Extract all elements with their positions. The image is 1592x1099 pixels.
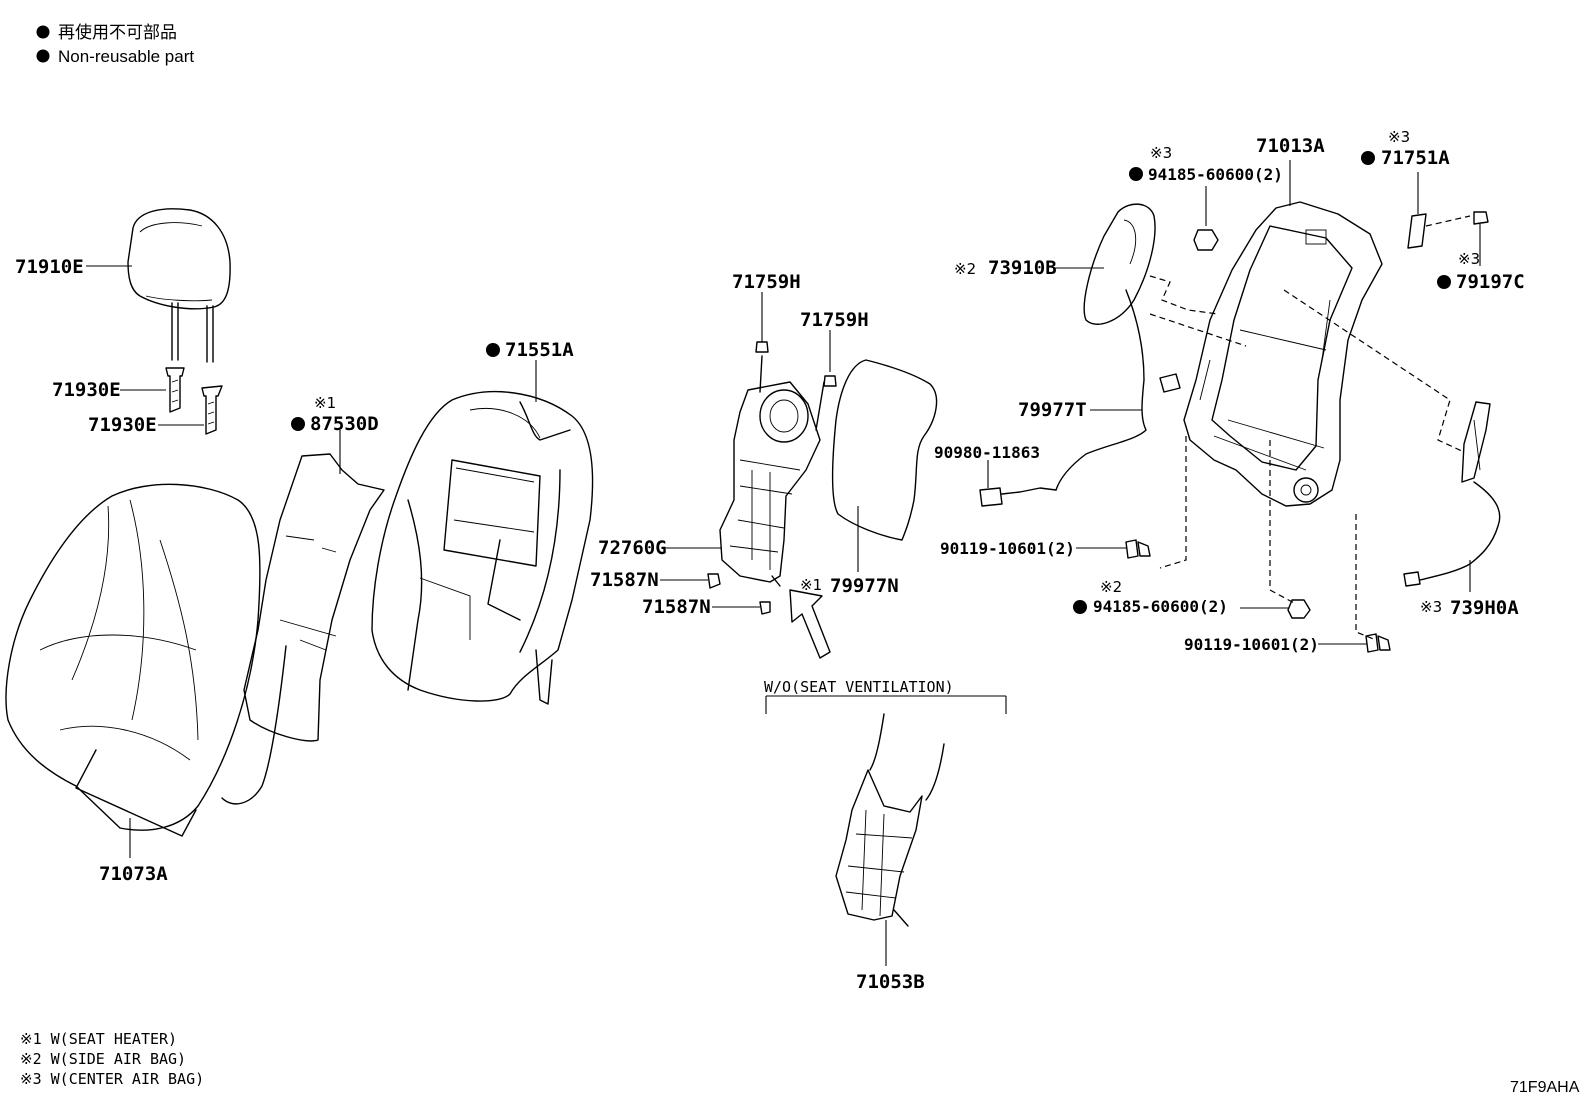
part-label-79197C: 79197C [1456,271,1525,293]
note-mark-2: ※2 [1100,578,1122,596]
part-label-71551A: 71551A [505,339,574,361]
bolt-drawing [1125,539,1151,559]
clip-drawing [755,341,769,353]
side-airbag-drawing [1055,203,1181,491]
part-label-71013A: 71013A [1256,135,1325,157]
bracket-drawing [1407,213,1427,249]
part-label-87530D: 87530D [310,413,379,435]
non-reusable-bullet-icon [1129,167,1143,181]
part-label-94185-60600-lower: 94185-60600(2) [1093,597,1228,616]
note-mark-1: ※1 [314,394,336,412]
nut-drawing [1193,229,1219,251]
seatback-frame-drawing [1183,201,1383,507]
non-reusable-bullet-icon [1361,151,1375,165]
variant-bracket [765,695,1007,714]
part-label-90119-10601-lower: 90119-10601(2) [1184,635,1319,654]
part-label-71910E: 71910E [15,256,84,278]
center-airbag-drawing [1403,401,1501,587]
note-mark-2: ※2 [954,260,976,278]
ventilation-blower-drawing [719,355,825,587]
footnote-2: ※2 W(SIDE AIR BAG) [20,1050,186,1068]
seatback-upholstery-drawing [371,391,594,705]
variant-label: W/O(SEAT VENTILATION) [764,678,954,696]
non-reusable-bullet-icon [486,343,500,357]
bolt-drawing [1473,211,1489,225]
part-label-79977N: 79977N [830,575,899,597]
connector-drawing [979,487,1057,507]
part-label-72760G: 72760G [598,537,667,559]
note-mark-3: ※3 [1388,128,1410,146]
footnotes: ※1 W(SEAT HEATER) ※2 W(SIDE AIR BAG) ※3 … [20,1030,204,1088]
ventilation-duct-drawing [835,713,945,927]
legend: 再使用不可部品 Non-reusable part [36,22,194,66]
part-label-71751A: 71751A [1381,147,1450,169]
bolt-drawing [1365,633,1391,653]
clip-drawing [759,601,771,615]
part-label-94185-60600-upper: 94185-60600(2) [1148,165,1283,184]
part-label-71587N-lower: 71587N [642,596,711,618]
arrow-up-icon [789,589,831,659]
seatback-cover-drawing [5,483,261,837]
diagram-code: 71F9AHA [1510,1079,1580,1096]
headrest-support-drawing [165,367,223,435]
non-reusable-bullet-icon [1073,600,1087,614]
part-label-90119-10601-upper: 90119-10601(2) [940,539,1075,558]
legend-english: Non-reusable part [58,47,194,66]
nut-drawing [1287,599,1311,619]
part-label-71930E-upper: 71930E [52,379,121,401]
part-label-71759H-right: 71759H [800,309,869,331]
part-label-71053B: 71053B [856,971,925,993]
non-reusable-bullet-icon [1437,275,1451,289]
part-label-71587N-upper: 71587N [590,569,659,591]
part-label-71073A: 71073A [99,863,168,885]
non-reusable-bullet-icon [291,417,305,431]
part-label-71930E-lower: 71930E [88,414,157,436]
part-label-73910B: 73910B [988,257,1057,279]
footnote-1: ※1 W(SEAT HEATER) [20,1030,177,1048]
non-reusable-bullet-icon [36,25,50,39]
part-label-739H0A: 739H0A [1450,597,1519,619]
footnote-3: ※3 W(CENTER AIR BAG) [20,1070,204,1088]
note-mark-3: ※3 [1150,144,1172,162]
part-label-71759H-left: 71759H [732,271,801,293]
part-label-79977T: 79977T [1018,399,1087,421]
clip-drawing [707,573,721,589]
non-reusable-bullet-icon [36,49,50,63]
note-mark-3: ※3 [1458,250,1480,268]
seatback-pad-drawing [831,359,938,541]
seat-heater-drawing [221,453,385,805]
headrest-drawing [127,208,231,363]
note-mark-3: ※3 [1420,598,1442,616]
part-label-90980-11863: 90980-11863 [934,443,1040,462]
note-mark-1: ※1 [800,576,822,594]
clip-drawing [823,375,837,387]
legend-japanese: 再使用不可部品 [58,22,177,42]
